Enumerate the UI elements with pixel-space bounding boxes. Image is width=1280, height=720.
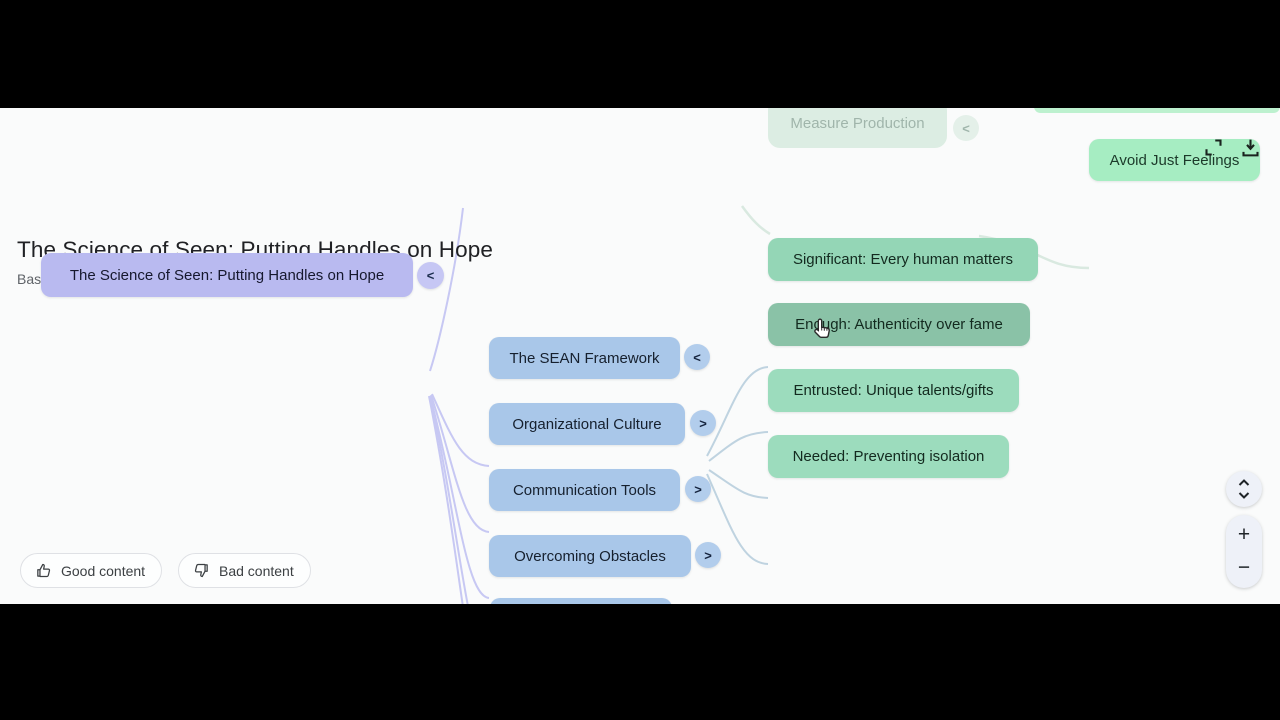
good-content-label: Good content	[61, 562, 146, 579]
zoom-out-button[interactable]: −	[1237, 556, 1251, 579]
branch-toggle-sean-framework[interactable]: <	[684, 344, 710, 370]
leaf-node-significant[interactable]: Significant: Every human matters	[768, 238, 1038, 281]
branch-node-sean-framework[interactable]: The SEAN Framework	[489, 337, 680, 379]
branch-node-organizational-culture[interactable]: Organizational Culture	[489, 403, 685, 445]
root-collapse-toggle[interactable]: <	[417, 262, 444, 289]
zoom-control: + −	[1226, 515, 1262, 588]
unfold-more-icon	[1238, 479, 1250, 499]
leaf-node-entrusted[interactable]: Entrusted: Unique talents/gifts	[768, 369, 1019, 412]
bad-content-label: Bad content	[219, 562, 294, 579]
expand-collapse-all-button[interactable]	[1226, 471, 1262, 507]
zoom-in-button[interactable]: +	[1237, 523, 1251, 546]
branch-toggle-organizational-culture[interactable]: >	[690, 410, 716, 436]
leaf-node-enough[interactable]: Enough: Authenticity over fame	[768, 303, 1030, 346]
bad-content-button[interactable]: Bad content	[178, 553, 311, 588]
letterbox-bottom	[0, 604, 1280, 720]
fit-to-screen-icon[interactable]	[1203, 137, 1224, 158]
branch-toggle-communication-tools[interactable]: >	[685, 476, 711, 502]
branch-node-overcoming-obstacles[interactable]: Overcoming Obstacles	[489, 535, 691, 577]
node-avoid-just-feelings[interactable]: Avoid Just Feelings	[1089, 139, 1260, 181]
thumbs-up-icon	[37, 563, 51, 578]
download-icon[interactable]	[1240, 137, 1261, 158]
branch-node-communication-tools[interactable]: Communication Tools	[489, 469, 680, 511]
letterbox-top	[0, 0, 1280, 108]
leaf-node-needed[interactable]: Needed: Preventing isolation	[768, 435, 1009, 478]
branch-toggle-overcoming-obstacles[interactable]: >	[695, 542, 721, 568]
root-node[interactable]: The Science of Seen: Putting Handles on …	[41, 253, 413, 297]
faded-node-toggle[interactable]: <	[953, 115, 979, 141]
thumbs-down-icon	[194, 563, 208, 578]
good-content-button[interactable]: Good content	[20, 553, 163, 588]
